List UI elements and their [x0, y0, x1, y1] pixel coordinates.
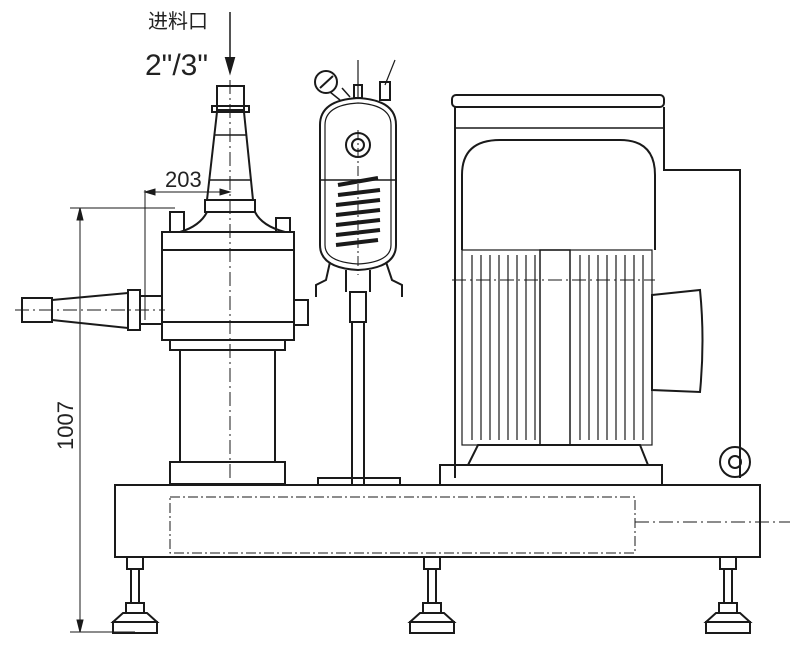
inlet-label: 进料口	[148, 10, 208, 33]
pump-body	[161, 80, 309, 480]
dim-vertical: 1007	[53, 401, 78, 450]
pressure-gauge-icon	[314, 70, 338, 94]
dimension-203: 203	[143, 167, 232, 320]
leveling-foot	[703, 556, 753, 634]
tank-stand	[317, 291, 401, 486]
dim-horizontal: 203	[165, 167, 202, 192]
leveling-foot	[110, 556, 160, 634]
motor	[439, 94, 751, 486]
inlet-arrow	[224, 12, 236, 76]
cooling-tank	[314, 59, 403, 297]
side-inlet-pipe	[15, 289, 165, 331]
leveling-feet	[110, 556, 753, 634]
motor-fin-lines	[471, 255, 644, 440]
base-frame	[114, 484, 790, 558]
inlet-size: 2"/3"	[145, 49, 208, 82]
pump-column	[169, 339, 286, 485]
leveling-foot	[407, 556, 457, 634]
pump-inlet-cone	[179, 85, 286, 233]
dimension-1007: 1007	[53, 207, 175, 633]
